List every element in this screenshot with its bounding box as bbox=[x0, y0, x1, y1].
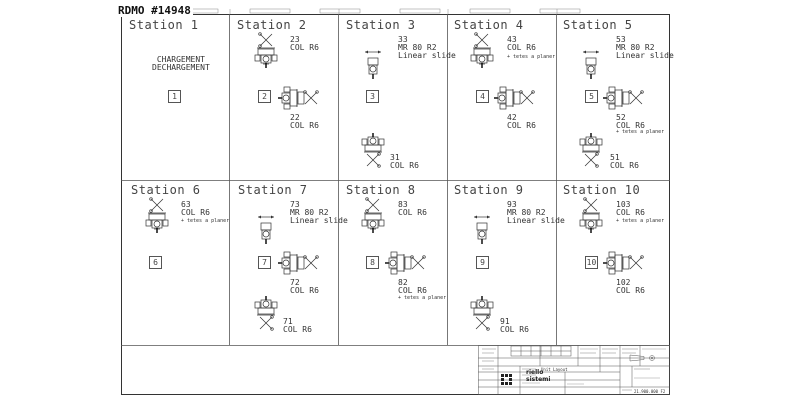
station-5-unit-2-note: + tetes a planer bbox=[616, 129, 665, 135]
station-2-unit-2-label: 22 COL R6 bbox=[290, 113, 319, 130]
station-4-number: 4 bbox=[476, 90, 489, 103]
station-8-unit-2-note: + tetes a planer bbox=[398, 295, 447, 301]
station-7-unit-73 bbox=[258, 215, 274, 244]
station-2-unit-1-label: 23 COL R6 bbox=[290, 35, 319, 52]
station-7-unit-1-label: 73 MR 80 R2 Linear slide bbox=[290, 200, 348, 225]
station-4-unit-2-label: 42 COL R6 bbox=[507, 113, 536, 130]
logo-text-line2: sistemi bbox=[526, 376, 551, 383]
station-7-title: Station 7 bbox=[238, 183, 308, 197]
station-4-unit-43 bbox=[470, 32, 494, 68]
station-3-unit-1-label: 33 MR 80 R2 Linear slide bbox=[398, 35, 456, 60]
station-7-unit-3-label: 71 COL R6 bbox=[283, 317, 312, 334]
station-4-unit-1-note: + tetes a planer bbox=[507, 54, 556, 60]
station-6-title: Station 6 bbox=[131, 183, 201, 197]
station-5-unit-51 bbox=[579, 133, 603, 168]
station-1-number: 1 bbox=[168, 90, 181, 103]
station-10-unit-102 bbox=[603, 251, 644, 275]
station-9-unit-2-label: 91 COL R6 bbox=[500, 317, 529, 334]
station-6-number: 6 bbox=[149, 256, 162, 269]
station-4-title: Station 4 bbox=[454, 18, 524, 32]
station-3-unit-33 bbox=[365, 50, 381, 79]
station-8-title: Station 8 bbox=[346, 183, 416, 197]
station-5-unit-3-label: 51 COL R6 bbox=[610, 153, 639, 170]
drawing-title: Unit Layout bbox=[541, 367, 568, 372]
station-8-number: 8 bbox=[366, 256, 379, 269]
document-id-label: RDMO #14948 bbox=[116, 4, 193, 17]
station-5-title: Station 5 bbox=[563, 18, 633, 32]
station-10-title: Station 10 bbox=[563, 183, 641, 197]
station-10-unit-103 bbox=[579, 197, 603, 233]
station-9-unit-91 bbox=[470, 296, 494, 331]
station-3-unit-2-label: 31 COL R6 bbox=[390, 153, 419, 170]
station-8-unit-1-label: 83 COL R6 bbox=[398, 200, 427, 217]
station-5-number: 5 bbox=[585, 90, 598, 103]
station-3-unit-31 bbox=[361, 133, 385, 168]
station-10-number: 10 bbox=[585, 256, 598, 269]
station-1-title: Station 1 bbox=[129, 18, 199, 32]
station-8-unit-82 bbox=[385, 251, 426, 275]
station-4-unit-1-label: 43 COL R6 bbox=[507, 35, 536, 52]
station-2-number: 2 bbox=[258, 90, 271, 103]
station-5-unit-53 bbox=[583, 50, 599, 79]
station-7-unit-72 bbox=[278, 251, 319, 275]
station-6-unit-63 bbox=[145, 197, 169, 233]
station-5-unit-2-label: 52 COL R6 bbox=[616, 113, 645, 130]
station-1-description: CHARGEMENT DECHARGEMENT bbox=[152, 55, 210, 72]
station-4-unit-42 bbox=[494, 86, 535, 110]
station-5-unit-52 bbox=[603, 86, 644, 110]
station-6-unit-1-label: 63 COL R6 bbox=[181, 200, 210, 217]
station-2-title: Station 2 bbox=[237, 18, 307, 32]
station-5-unit-1-label: 53 MR 80 R2 Linear slide bbox=[616, 35, 674, 60]
station-2-unit-22 bbox=[278, 86, 319, 110]
drawing-number: 21.900.000 F2 bbox=[634, 389, 666, 394]
station-9-unit-93 bbox=[474, 215, 490, 244]
station-3-number: 3 bbox=[366, 90, 379, 103]
logo-text-line1: riello bbox=[526, 369, 544, 376]
station-2-unit-23 bbox=[254, 32, 278, 68]
station-7-unit-2-label: 72 COL R6 bbox=[290, 278, 319, 295]
station-10-unit-1-note: + tetes a planer bbox=[616, 218, 665, 224]
station-7-unit-71 bbox=[254, 296, 278, 331]
station-9-number: 9 bbox=[476, 256, 489, 269]
station-8-unit-2-label: 82 COL R6 bbox=[398, 278, 427, 295]
station-9-unit-1-label: 93 MR 80 R2 Linear slide bbox=[507, 200, 565, 225]
station-8-unit-83 bbox=[361, 197, 385, 233]
station-9-title: Station 9 bbox=[454, 183, 524, 197]
station-6-unit-1-note: + tetes a planer bbox=[181, 218, 230, 224]
station-10-unit-2-label: 102 COL R6 bbox=[616, 278, 645, 295]
station-3-title: Station 3 bbox=[346, 18, 416, 32]
station-7-number: 7 bbox=[258, 256, 271, 269]
station-10-unit-1-label: 103 COL R6 bbox=[616, 200, 645, 217]
